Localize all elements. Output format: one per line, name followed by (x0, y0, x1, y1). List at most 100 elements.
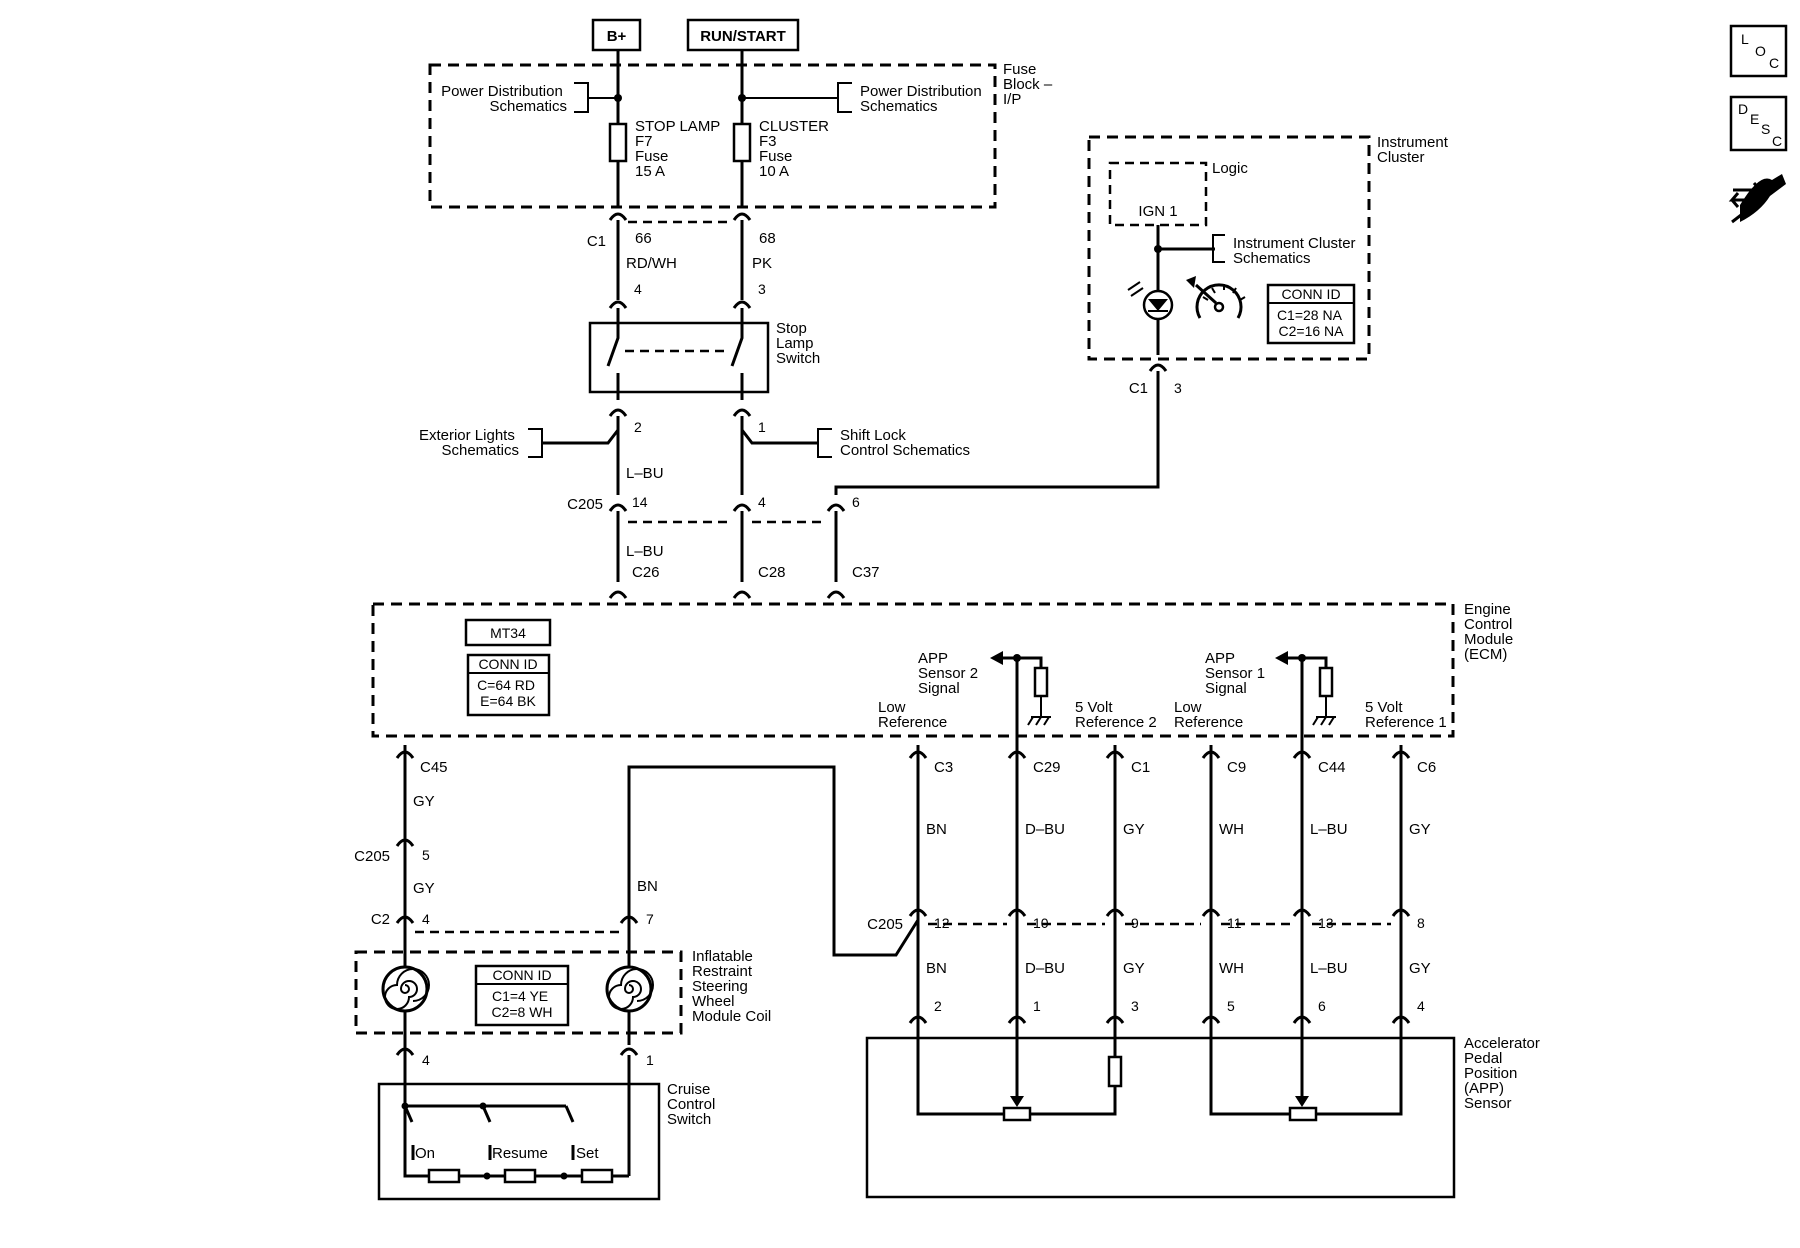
c205-pin-8: 8 (1417, 915, 1425, 931)
five-volt-ref-2-label: 5 Volt Reference 2 (1075, 699, 1157, 731)
sls-pin-2: 2 (634, 419, 642, 435)
pds-left-label: Power Distribution Schematics (441, 83, 567, 115)
c205-pin-5: 5 (422, 847, 430, 863)
c1-pin-right: 68 (759, 230, 776, 247)
fuse-f7-label: STOP LAMP F7 Fuse 15 A (635, 118, 724, 180)
ecm-pin-c28: C28 (758, 564, 786, 581)
app-pin-4: 4 (1417, 998, 1425, 1014)
mt34-box (464, 618, 552, 647)
runstart-label: RUN/START (700, 28, 786, 45)
fuse-f3-label: CLUSTER F3 Fuse 10 A (759, 118, 833, 180)
wire-l-bu-lower: L–BU (626, 543, 664, 560)
stop-lamp-switch-title: Stop Lamp Switch (776, 320, 820, 367)
low-ref-b-label: Low Reference (1174, 699, 1243, 731)
fuse-block-box (428, 63, 997, 209)
five-volt-ref-1-label: 5 Volt Reference 1 (1365, 699, 1447, 731)
logic-label: Logic (1212, 160, 1248, 177)
coil-conn-id-box (474, 964, 570, 1027)
wire-gy-c45: GY (413, 793, 435, 810)
wire-bn-cruise-label: BN (637, 878, 658, 895)
pds-right-label: Power Distribution Schematics (860, 83, 986, 115)
c205-pin-14: 14 (632, 494, 648, 510)
fuse-f7-icon (608, 122, 628, 163)
wire-wh-lower: WH (1219, 960, 1244, 977)
wire-gy-ref2-lower: GY (1123, 960, 1145, 977)
wire-lbu-app1-lower: L–BU (1310, 960, 1348, 977)
gauge-icon (1186, 276, 1246, 319)
wire-dbu-upper: D–BU (1025, 821, 1065, 838)
ecm-pin-c9: C9 (1227, 759, 1246, 776)
indicator-lamp-icon (1127, 281, 1174, 321)
wire-gy-ref1-upper: GY (1409, 821, 1431, 838)
ic-conn-id-box (1266, 283, 1356, 345)
svg-text:E: E (1750, 111, 1759, 127)
wire-gy-c205: GY (413, 880, 435, 897)
svg-text:S: S (1761, 121, 1770, 137)
wire-bn-upper: BN (926, 821, 947, 838)
ecm-pin-c3: C3 (934, 759, 953, 776)
instrument-cluster-box (1087, 135, 1371, 361)
ecm-pin-c37: C37 (852, 564, 880, 581)
ecm-pin-c29: C29 (1033, 759, 1061, 776)
wire-bn-cruise (627, 765, 920, 1045)
connector-hand-icon[interactable] (1728, 174, 1786, 224)
ecm-title: Engine Control Module (ECM) (1464, 601, 1517, 663)
app-sensor-box (865, 1036, 1456, 1199)
wire-lbu-app1-upper: L–BU (1310, 821, 1348, 838)
c205-pin-10: 10 (1033, 915, 1049, 931)
app-pin-2: 2 (934, 998, 942, 1014)
wire-pk: PK (752, 255, 772, 272)
logic-box (1108, 161, 1208, 227)
coil-conn-id-title: CONN ID (492, 967, 551, 983)
cruise-on-label: On (415, 1145, 435, 1162)
app-sensor-internal (916, 1030, 1403, 1122)
ecm-pin-c45: C45 (420, 759, 448, 776)
sls-pin-4: 4 (634, 281, 642, 297)
ecm-conn-id-values: C=64 RD E=64 BK (477, 677, 539, 709)
c1-top-connector: C1 (587, 233, 606, 250)
wire-rd-wh: RD/WH (626, 255, 677, 272)
app-sensor-title: Accelerator Pedal Position (APP) Sensor (1464, 1035, 1544, 1112)
inflatable-coil-title: Inflatable Restraint Steering Wheel Modu… (692, 948, 771, 1025)
bplus-label: B+ (607, 28, 627, 45)
shift-lock-label: Shift Lock Control Schematics (840, 427, 970, 459)
coil-conn-id-values: C1=4 YE C2=8 WH (491, 988, 552, 1020)
exterior-lights-label: Exterior Lights Schematics (419, 427, 519, 459)
coil-spiral-right-icon (605, 965, 654, 1013)
ign1-label: IGN 1 (1138, 203, 1177, 220)
app-pin-3: 3 (1131, 998, 1139, 1014)
ic-conn-id-values: C1=28 NA C2=16 NA (1277, 307, 1345, 339)
c205-pin-13: 13 (1318, 915, 1334, 931)
c205-cruise-connector: C205 (354, 848, 390, 865)
c2-connector: C2 (371, 911, 390, 928)
mt34-label: MT34 (490, 625, 526, 641)
coil-pin-4: 4 (422, 1052, 430, 1068)
inflatable-coil-box (354, 950, 683, 1035)
c205-app-connector: C205 (867, 916, 903, 933)
fuse-f3-icon (732, 122, 752, 163)
loc-button[interactable]: L O C (1729, 24, 1788, 78)
instrument-cluster-title: Instrument Cluster (1377, 134, 1452, 166)
svg-text:L: L (1741, 31, 1749, 47)
app1-signal-label: APP Sensor 1 Signal (1205, 650, 1269, 697)
c205-pin-11: 11 (1227, 915, 1242, 931)
c2-pin-7: 7 (646, 911, 654, 927)
stop-lamp-switch-box (588, 321, 770, 394)
fuse-block-title: Fuse Block – I/P (1003, 61, 1056, 108)
c205-top-connector: C205 (567, 496, 603, 513)
app2-signal-label: APP Sensor 2 Signal (918, 650, 982, 697)
c205-pin-4: 4 (758, 494, 766, 510)
cruise-set-label: Set (576, 1145, 599, 1162)
ecm-pin-c6: C6 (1417, 759, 1436, 776)
app-pin-6: 6 (1318, 998, 1326, 1014)
wire-bn-lower: BN (926, 960, 947, 977)
low-ref-a-label: Low Reference (878, 699, 947, 731)
ecm-pin-c26: C26 (632, 564, 660, 581)
app-pin-1: 1 (1033, 998, 1041, 1014)
ecm-pin-c44: C44 (1318, 759, 1346, 776)
c2-pin-4: 4 (422, 911, 430, 927)
desc-button[interactable]: D E S C (1729, 95, 1788, 152)
svg-text:C: C (1769, 55, 1779, 71)
instrument-cluster-schematics: Instrument Cluster Schematics (1233, 235, 1360, 267)
